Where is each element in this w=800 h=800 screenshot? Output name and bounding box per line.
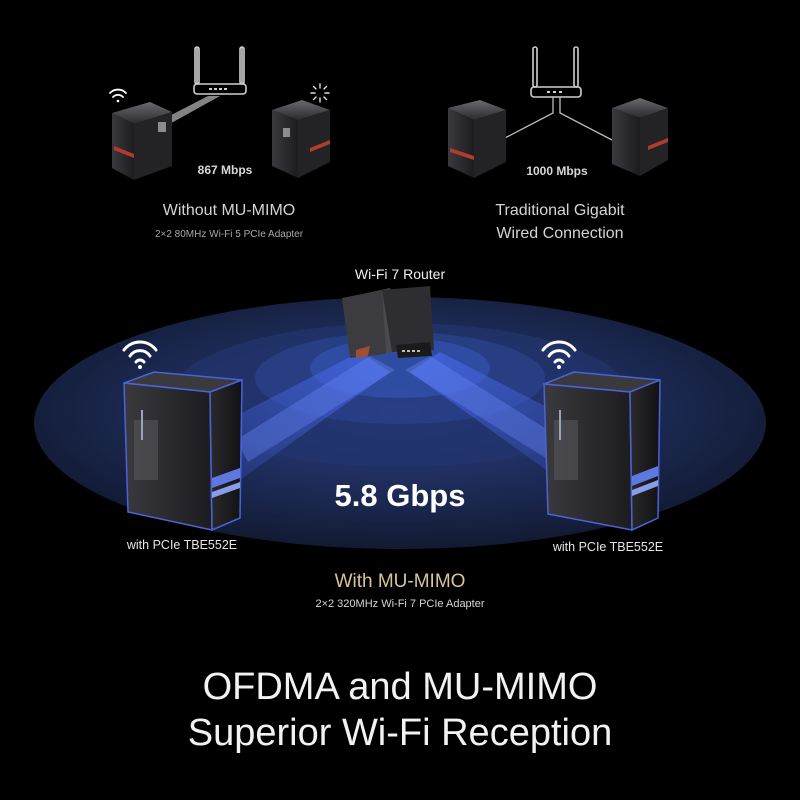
wifi-icon [122, 340, 158, 369]
pc-label-right: with PCIe TBE552E [552, 540, 664, 554]
top-right-diagram [448, 46, 668, 178]
pc-tower-left [123, 371, 243, 532]
loading-spinner-icon [310, 83, 330, 103]
wifi-icon [109, 88, 127, 103]
router-outline-icon [530, 46, 582, 98]
ethernet-cables [504, 97, 613, 141]
caption-title-wired: Wired Connection [496, 225, 624, 242]
caption-subtitle-wifi5: 2×2 80MHz Wi-Fi 5 PCIe Adapter [154, 229, 304, 240]
router-outline-icon [193, 46, 247, 95]
pc-tower-right-small [272, 100, 330, 178]
pc-tower-right-small [612, 98, 668, 176]
pc-tower-left-small [112, 102, 172, 180]
pc-tower-right [543, 371, 661, 532]
top-left-diagram [109, 46, 330, 180]
caption-title-gigabit: Traditional Gigabit [495, 202, 625, 219]
wifi-icon [541, 340, 577, 369]
headline-line2: Superior Wi-Fi Reception [187, 712, 613, 754]
wifi7-router [342, 286, 434, 358]
pc-label-left: with PCIe TBE552E [126, 538, 238, 552]
pc-tower-left-small [448, 100, 506, 178]
caption-title-with-mumimo: With MU-MIMO [334, 571, 466, 592]
caption-subtitle-wifi7: 2×2 320MHz Wi-Fi 7 PCIe Adapter [315, 598, 485, 610]
router-label: Wi-Fi 7 Router [354, 266, 446, 282]
speed-label-mumimo: 5.8 Gbps [334, 478, 466, 513]
signal-beams [228, 352, 572, 480]
headline-line1: OFDMA and MU-MIMO [202, 666, 598, 708]
speed-label-wireless-legacy: 867 Mbps [197, 163, 253, 177]
caption-title-without-mumimo: Without MU-MIMO [162, 202, 296, 219]
speed-label-wired: 1000 Mbps [526, 164, 588, 178]
